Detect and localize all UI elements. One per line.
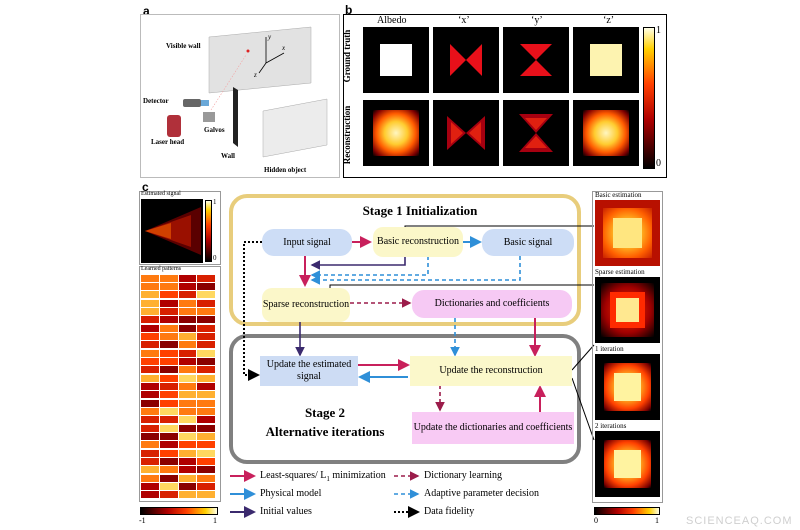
laser-head-label: Laser head: [151, 138, 184, 146]
leader-iter2: [571, 377, 595, 441]
node-update-signal: Update the estimated signal: [260, 356, 358, 386]
learned-patterns-cb-min: -1: [139, 516, 146, 525]
panel-b-colorbar-min: 0: [656, 158, 661, 169]
panel-a-label: a: [143, 4, 150, 18]
wall-occluder: [233, 87, 238, 147]
watermark: SCIENCEAQ.COM: [686, 515, 793, 527]
learned-pattern-tile: [141, 400, 215, 423]
learned-patterns-cb-max: 1: [213, 516, 217, 525]
leader-iter1: [571, 344, 595, 371]
node-dictionaries-coefficients: Dictionaries and coefficients: [412, 290, 572, 318]
right-sparse-estimation-image: [595, 277, 660, 343]
learned-patterns-colorbar: [140, 507, 218, 515]
right-cb-min: 0: [594, 516, 598, 525]
estimated-signal-colorbar: [205, 200, 212, 262]
estimated-signal-image: [141, 199, 203, 263]
estimated-signal-cb-max: 1: [213, 198, 217, 206]
legend-lines: [230, 470, 420, 518]
stage1-title: Stage 1 Initialization: [362, 203, 478, 218]
learned-pattern-tile: [141, 325, 215, 348]
rec-x: [433, 100, 499, 166]
right-iter2-image: [595, 431, 660, 497]
gt-x: [433, 27, 499, 93]
axis-x-label: x: [281, 44, 286, 52]
right-iter2-label: 2 iterations: [595, 422, 627, 430]
col-albedo: Albedo: [377, 15, 407, 26]
wall-label: Wall: [221, 152, 235, 160]
col-z: ‘z’: [603, 15, 615, 26]
panel-b-colorbar: [643, 27, 655, 169]
legend-initial-values: Initial values: [260, 506, 312, 517]
detector-shape: [183, 99, 201, 107]
right-sparse-estimation-label: Sparse estimation: [595, 268, 645, 276]
right-iter1-image: [595, 354, 660, 420]
legend-data-fidelity: Data fidelity: [424, 506, 475, 517]
learned-patterns-panel: [139, 266, 221, 502]
gt-albedo: [363, 27, 429, 93]
right-colorbar: [594, 507, 660, 515]
rec-albedo: [363, 100, 429, 166]
node-update-reconstruction: Update the reconstruction: [410, 356, 572, 386]
stage2-title-line2: Alternative iterations: [265, 424, 385, 439]
legend-dictionary-learning: Dictionary learning: [424, 470, 503, 481]
learned-patterns-grid: [141, 275, 215, 500]
col-y: ‘y’: [531, 15, 543, 26]
learned-pattern-tile: [141, 375, 215, 398]
estimated-signal-panel: [139, 191, 221, 265]
learned-pattern-tile: [141, 275, 215, 298]
right-cb-max: 1: [655, 516, 659, 525]
visible-wall-label: Visible wall: [166, 42, 201, 50]
detector-label: Detector: [143, 97, 169, 105]
stage2-title-line1: Stage 2: [304, 405, 346, 420]
galvos-label: Galvos: [204, 126, 225, 134]
legend-adaptive-parameter: Adaptive parameter decision: [424, 488, 539, 499]
axis-z-label: z: [253, 71, 257, 79]
stage1-frame: [229, 194, 581, 326]
axis-y-label: y: [267, 33, 272, 41]
gt-y: [503, 27, 569, 93]
learned-pattern-tile: [141, 475, 215, 498]
right-basic-estimation-label: Basic estimation: [595, 191, 642, 199]
node-update-dictionaries: Update the dictionaries and coefficients: [412, 412, 574, 444]
panel-a: y x z Visible wall Detector Laser head G…: [140, 14, 340, 178]
setup-illustration: y x z Visible wall Detector Laser head G…: [143, 26, 328, 174]
panel-b: [343, 14, 667, 178]
node-input-signal: Input signal: [262, 229, 352, 256]
hidden-object-label: Hidden object: [264, 166, 307, 174]
galvos-shape: [203, 112, 215, 122]
node-sparse-reconstruction: Sparse reconstruction: [262, 288, 350, 322]
learned-pattern-tile: [141, 425, 215, 448]
node-basic-signal: Basic signal: [482, 229, 574, 256]
visible-wall-plane: [208, 26, 312, 94]
col-x: ‘x’: [458, 15, 470, 26]
arrow-adaptive-2: [310, 256, 521, 285]
right-iter1-label: 1 iteration: [595, 345, 624, 353]
right-basic-estimation-image: [595, 200, 660, 266]
legend-least-squares: Least-squares/ L1 minimization: [260, 470, 386, 483]
panel-b-colorbar-max: 1: [656, 25, 661, 36]
node-basic-reconstruction: Basic reconstruction: [373, 227, 463, 257]
right-column-panel: [592, 191, 663, 503]
estimated-signal-title: Estimated signal: [141, 191, 181, 197]
laser-head-shape: [167, 115, 181, 137]
laser-spot: [246, 49, 250, 53]
rec-y: [503, 100, 569, 166]
learned-patterns-title: Learned patterns: [141, 266, 182, 272]
hidden-object-plane: [262, 98, 328, 158]
arrow-basic-init: [310, 256, 406, 270]
learned-pattern-tile: [141, 450, 215, 473]
arrow-data-fidelity: [243, 241, 262, 381]
panel-b-label: b: [345, 3, 353, 17]
estimated-signal-cb-min: 0: [213, 254, 217, 262]
gt-z: [573, 27, 639, 93]
rec-z: [573, 100, 639, 166]
legend-physical-model: Physical model: [260, 488, 322, 499]
learned-pattern-tile: [141, 350, 215, 373]
learned-pattern-tile: [141, 300, 215, 323]
panel-c-label: c: [142, 180, 149, 194]
